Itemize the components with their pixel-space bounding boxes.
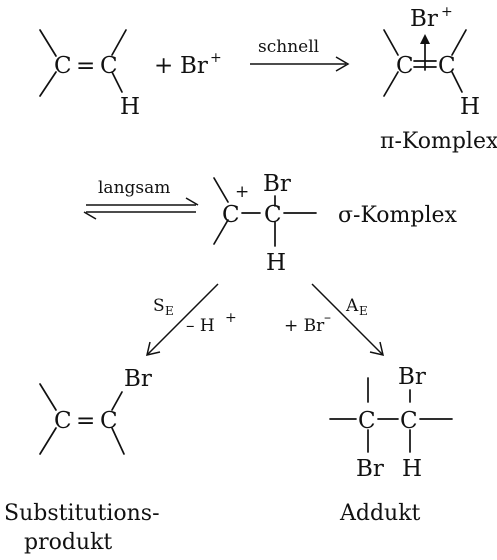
pi-complex-bromine: Br [410, 6, 438, 32]
substitution-product-label-line1: Substitutions- [4, 501, 160, 526]
sigma-complex: Br C + C H [213, 171, 317, 276]
pi-bond-upper-right [451, 29, 467, 56]
arrow-label-slow: langsam [98, 178, 170, 198]
arrow-substitution [145, 283, 219, 357]
pi-bond-upper-left [383, 29, 399, 56]
pi-complex-label: π-Komplex [380, 129, 497, 154]
substitution-product-label-line2: produkt [24, 530, 112, 555]
substitution-product-carbon-right: C [100, 408, 118, 434]
arrow-label-minus-h-charge: + [225, 310, 237, 326]
adduct-carbon-right: C [400, 408, 418, 434]
pi-donor-arrow-head [420, 34, 430, 44]
alkene-bond-lower-left [39, 71, 57, 97]
substitution-bond-lower-right [111, 427, 125, 455]
arrow-label-fast: schnell [258, 37, 319, 57]
adduct-carbon-left: C [358, 408, 376, 434]
arrow-label-plus-br: + Br [284, 316, 325, 336]
sigma-complex-carbon: C [264, 202, 282, 228]
alkene-reactant: C = C H [39, 29, 140, 120]
pi-bond-lower-right [451, 71, 463, 93]
pi-complex: Br + C C H [383, 4, 480, 120]
pi-complex-carbon-right: C [438, 53, 456, 79]
arrow-label-ae-subscript: E [359, 304, 368, 318]
adduct-hydrogen: H [402, 456, 422, 482]
substitution-bond-lower-left [39, 427, 57, 455]
arrow-label-ae: A [345, 296, 359, 316]
sigma-complex-charge: + [235, 182, 249, 202]
arrow-label-plus-br-charge: – [324, 310, 331, 326]
alkene-carbon-right: C [100, 53, 118, 79]
substitution-product-double-bond: = [76, 408, 95, 434]
substitution-bond-to-bromine [111, 391, 123, 411]
plus-sign: + [154, 53, 173, 79]
arrow-label-se-subscript: E [165, 304, 174, 318]
alkene-double-bond: = [76, 53, 95, 79]
adduct-bromine-bottom: Br [356, 456, 384, 482]
adduct-bromine-top: Br [398, 364, 426, 390]
substitution-product: Br C = C [39, 366, 152, 455]
pi-complex-carbon-left: C [396, 53, 414, 79]
pi-complex-bromine-charge: + [441, 4, 453, 20]
sigma-complex-hydrogen: H [266, 250, 286, 276]
substitution-bond-upper-left [39, 383, 57, 411]
addition-product: Br C C Br H [329, 364, 453, 482]
arrow-addition [311, 283, 385, 357]
arrow-label-minus-h: – H [186, 316, 215, 336]
sigma-complex-carbocation: C [222, 202, 240, 228]
substitution-product-bromine: Br [124, 366, 152, 392]
substitution-product-carbon-left: C [54, 408, 72, 434]
alkene-bond-upper-left [39, 29, 57, 57]
bromonium-reagent: Br [180, 53, 208, 79]
alkene-carbon-left: C [54, 53, 72, 79]
sigma-complex-label: σ-Komplex [338, 203, 458, 228]
bromonium-charge: + [210, 50, 222, 66]
pi-bond-lower-left [383, 71, 399, 97]
arrow-fast [250, 56, 350, 72]
pi-complex-hydrogen: H [460, 94, 480, 120]
sigma-bond-upper-left [213, 177, 229, 203]
alkene-bond-upper-right [111, 29, 127, 56]
adduct-label: Addukt [339, 501, 421, 526]
arrow-label-se: S [153, 296, 165, 316]
alkene-bond-lower-right [111, 71, 123, 93]
alkene-hydrogen: H [120, 94, 140, 120]
arrow-equilibrium-slow [83, 197, 199, 220]
sigma-bond-lower-left [213, 219, 229, 245]
sigma-complex-bromine: Br [263, 171, 291, 197]
